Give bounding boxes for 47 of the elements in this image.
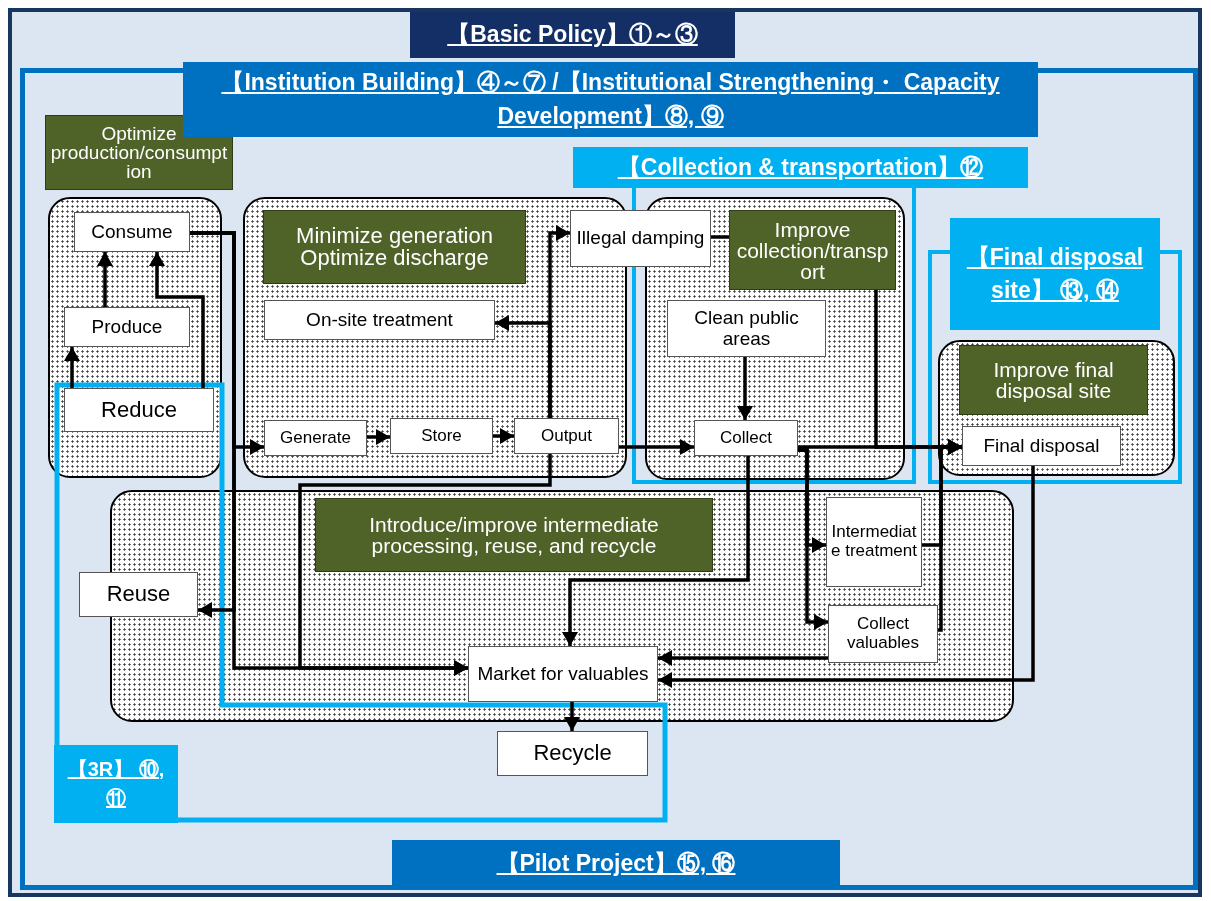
arrow [367, 429, 390, 445]
heading-tab: 【Pilot Project】⑮, ⑯ [392, 840, 840, 888]
process-box: Collect valuables [828, 605, 938, 663]
program-frame [928, 218, 1182, 484]
heading-tab: 【Basic Policy】①～③ [410, 12, 735, 58]
arrow [149, 252, 205, 388]
heading-tab: 【Collection & transportation】⑫ [573, 147, 1028, 188]
arrow [298, 454, 552, 676]
objective-box: Introduce/improve intermediate processing, reuse, and recycle [315, 498, 713, 572]
stippled-group-box [243, 197, 627, 478]
process-box: On-site treatment [264, 300, 495, 340]
arrow [658, 650, 828, 666]
process-box: Intermediate treatment [826, 497, 922, 587]
arrow [64, 347, 80, 388]
process-box: Consume [74, 212, 190, 252]
heading-tab: 【3R】 ⑩, ⑪ [54, 745, 178, 823]
connector-line [711, 235, 729, 239]
arrow [798, 448, 828, 630]
process-box: Reuse [79, 572, 198, 617]
arrow [564, 702, 580, 731]
arrow [938, 439, 962, 632]
arrow [97, 252, 113, 307]
process-box: Output [514, 418, 619, 454]
objective-box: Improve collection/transport [729, 210, 896, 290]
process-box: Generate [264, 420, 367, 456]
arrow [658, 466, 1035, 688]
arrow [737, 357, 753, 420]
stippled-group-box [938, 340, 1175, 476]
arrow [495, 315, 552, 418]
process-box: Final disposal [962, 426, 1121, 466]
objective-box: Improve final disposal site [959, 345, 1148, 415]
objective-box: Minimize generation Optimize discharge [263, 210, 526, 284]
stippled-group-box [110, 490, 1014, 722]
process-box: Market for valuables [468, 646, 658, 702]
process-box: Illegal damping [570, 210, 711, 267]
arrow [562, 456, 750, 646]
process-box: Produce [64, 307, 190, 347]
process-box: Collect [694, 420, 798, 456]
heading-tab: 【Institution Building】④～⑦ /【Institutional Strengthening・ Capacity Development】⑧, ⑨ [183, 62, 1038, 137]
arrow [493, 428, 514, 444]
process-box: Reduce [64, 388, 214, 432]
heading-tab: 【Final disposal site】 ⑬, ⑭ [950, 218, 1160, 330]
objective-box: Optimize production/consumption [45, 115, 233, 190]
process-box: Store [390, 418, 493, 454]
process-box: Clean public areas [667, 300, 826, 357]
process-box: Recycle [497, 731, 648, 776]
program-frame [54, 382, 668, 823]
